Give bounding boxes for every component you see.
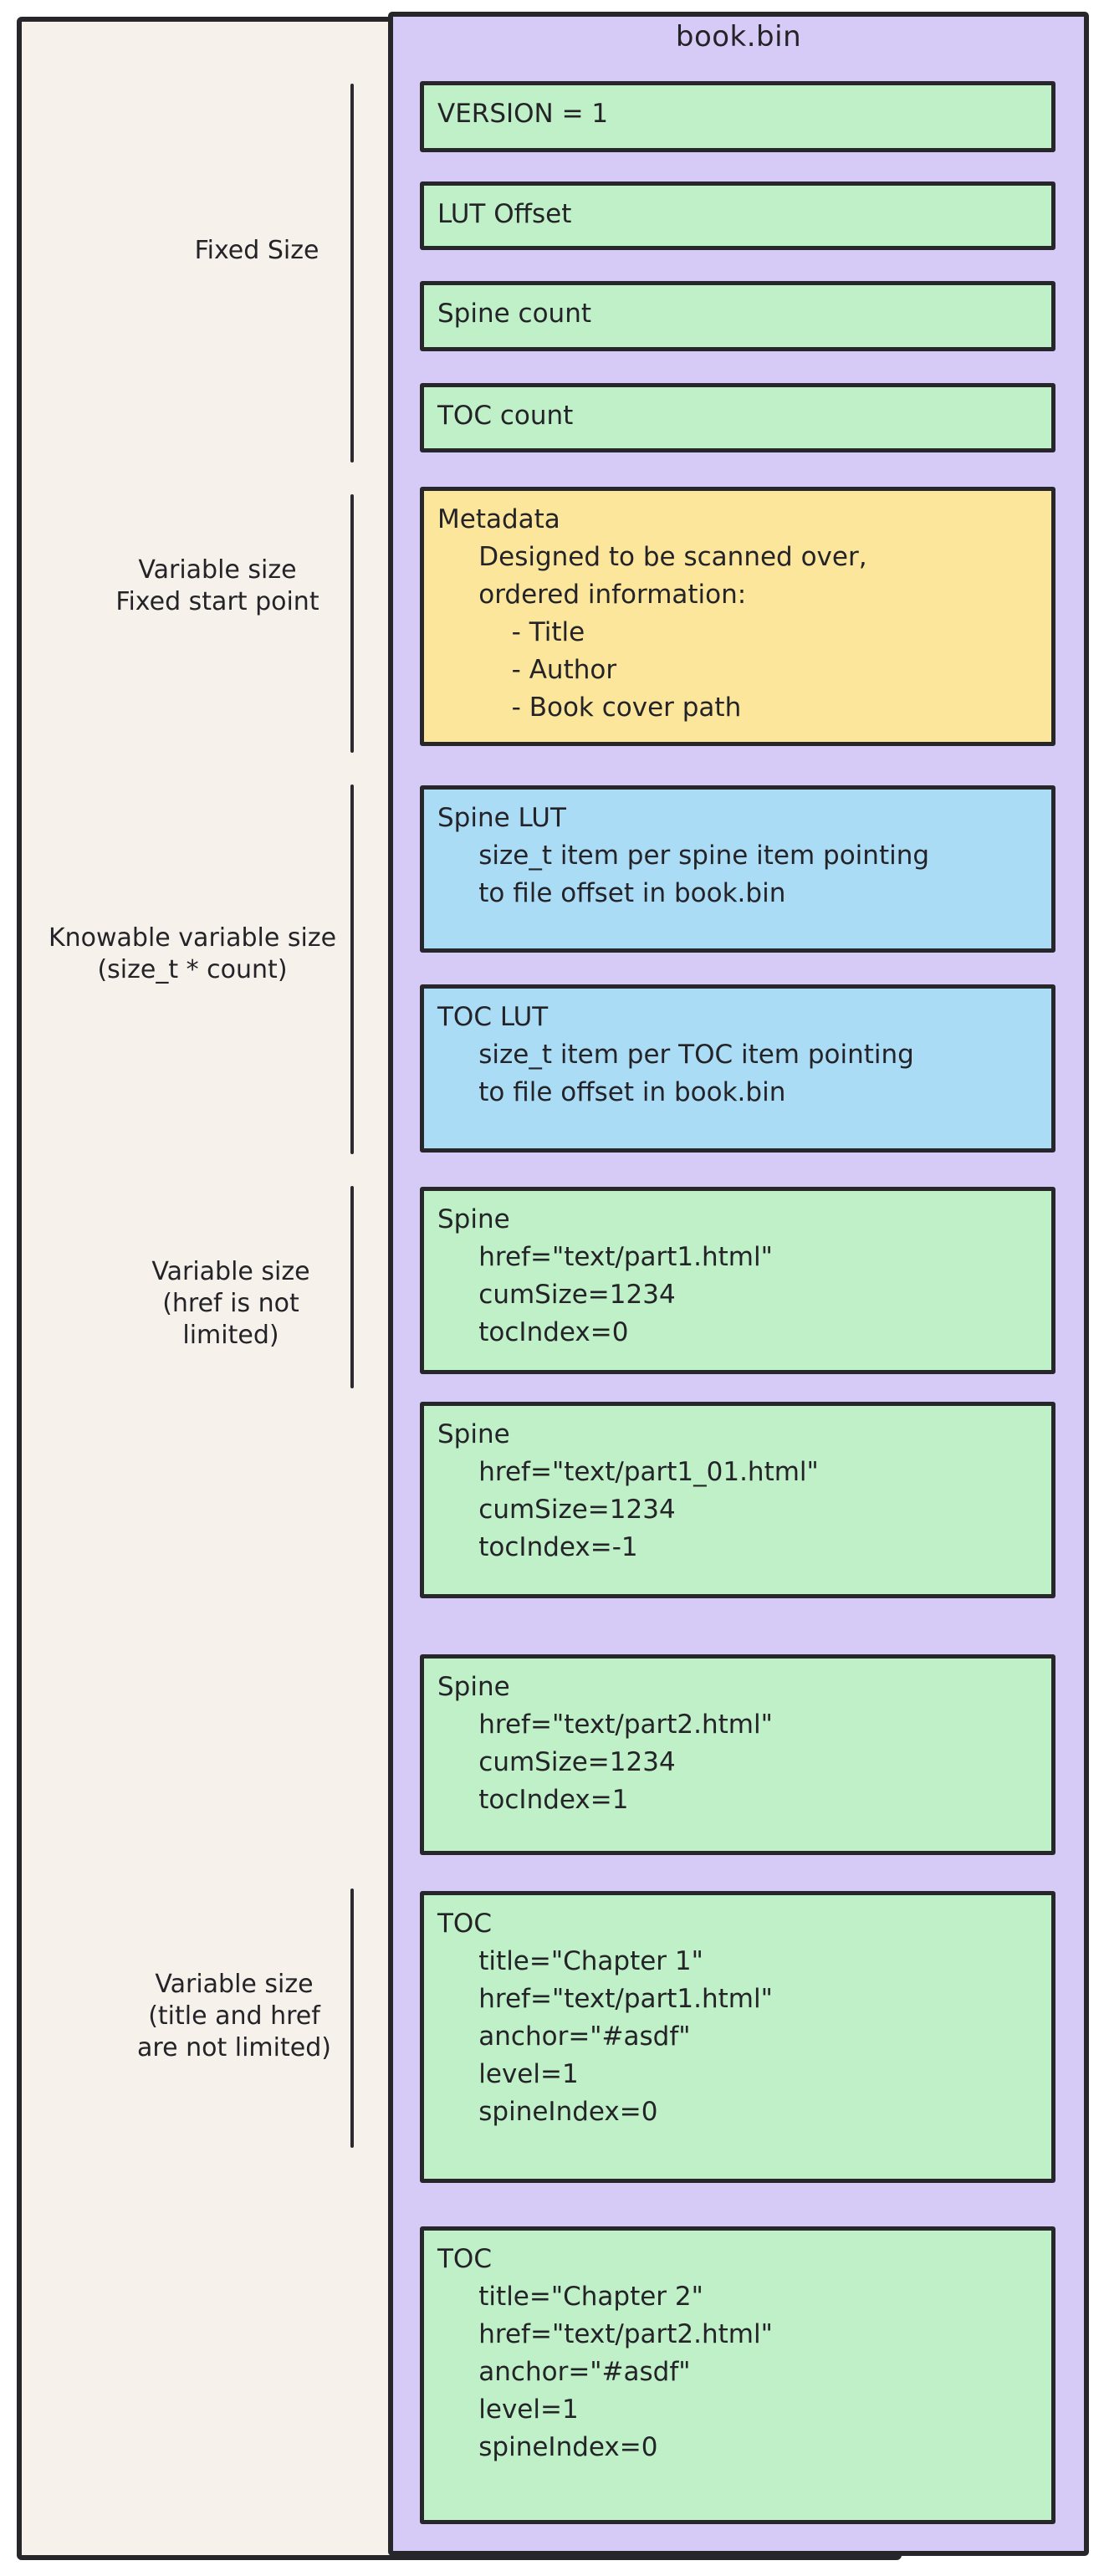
block-toc-count-text: TOC count [437,401,574,431]
block-toc-record-1: TOC title="Chapter 1" href="text/part1.h… [420,1891,1055,2183]
bracket-fixed-size [350,84,354,463]
block-toc-record-2: TOC title="Chapter 2" href="text/part2.h… [420,2226,1055,2524]
bracket-variable-fixed-start [350,494,354,753]
bracket-toc-variable-size [350,1889,354,2148]
block-toc-lut-text: TOC LUT size_t item per TOC item pointin… [437,1002,914,1107]
block-spine-record-2: Spine href="text/part1_01.html" cumSize=… [420,1402,1055,1598]
block-lut-offset-text: LUT Offset [437,199,572,229]
block-spine-record-3: Spine href="text/part2.html" cumSize=123… [420,1654,1055,1855]
block-spine-record-1-text: Spine href="text/part1.html" cumSize=123… [437,1204,773,1347]
bracket-spine-variable-size [350,1186,354,1388]
side-label-knowable-variable-size: Knowable variable size (size_t * count) [48,923,337,984]
side-label-toc-variable-size: Variable size (title and href are not li… [137,1970,331,2062]
block-version: VERSION = 1 [420,81,1055,152]
block-lut-offset: LUT Offset [420,181,1055,250]
block-metadata: Metadata Designed to be scanned over, or… [420,487,1055,746]
block-version-text: VERSION = 1 [437,99,609,129]
side-label-spine-variable-size: Variable size (href is not limited) [151,1257,310,1350]
block-spine-record-2-text: Spine href="text/part1_01.html" cumSize=… [437,1419,819,1562]
block-spine-count-text: Spine count [437,299,592,329]
side-label-variable-fixed-start: Variable size Fixed start point [115,555,319,616]
block-toc-lut: TOC LUT size_t item per TOC item pointin… [420,984,1055,1153]
block-metadata-text: Metadata Designed to be scanned over, or… [437,504,867,723]
block-spine-lut-text: Spine LUT size_t item per spine item poi… [437,803,930,908]
block-spine-record-1: Spine href="text/part1.html" cumSize=123… [420,1187,1055,1374]
block-toc-record-1-text: TOC title="Chapter 1" href="text/part1.h… [437,1909,773,2127]
block-spine-count: Spine count [420,281,1055,351]
block-toc-count: TOC count [420,383,1055,452]
block-spine-record-3-text: Spine href="text/part2.html" cumSize=123… [437,1672,773,1815]
side-label-fixed-size: Fixed Size [194,236,319,265]
bracket-knowable-variable-size [350,785,354,1154]
block-spine-lut: Spine LUT size_t item per spine item poi… [420,785,1055,953]
file-title: book.bin [675,20,802,54]
block-toc-record-2-text: TOC title="Chapter 2" href="text/part2.h… [437,2244,773,2462]
